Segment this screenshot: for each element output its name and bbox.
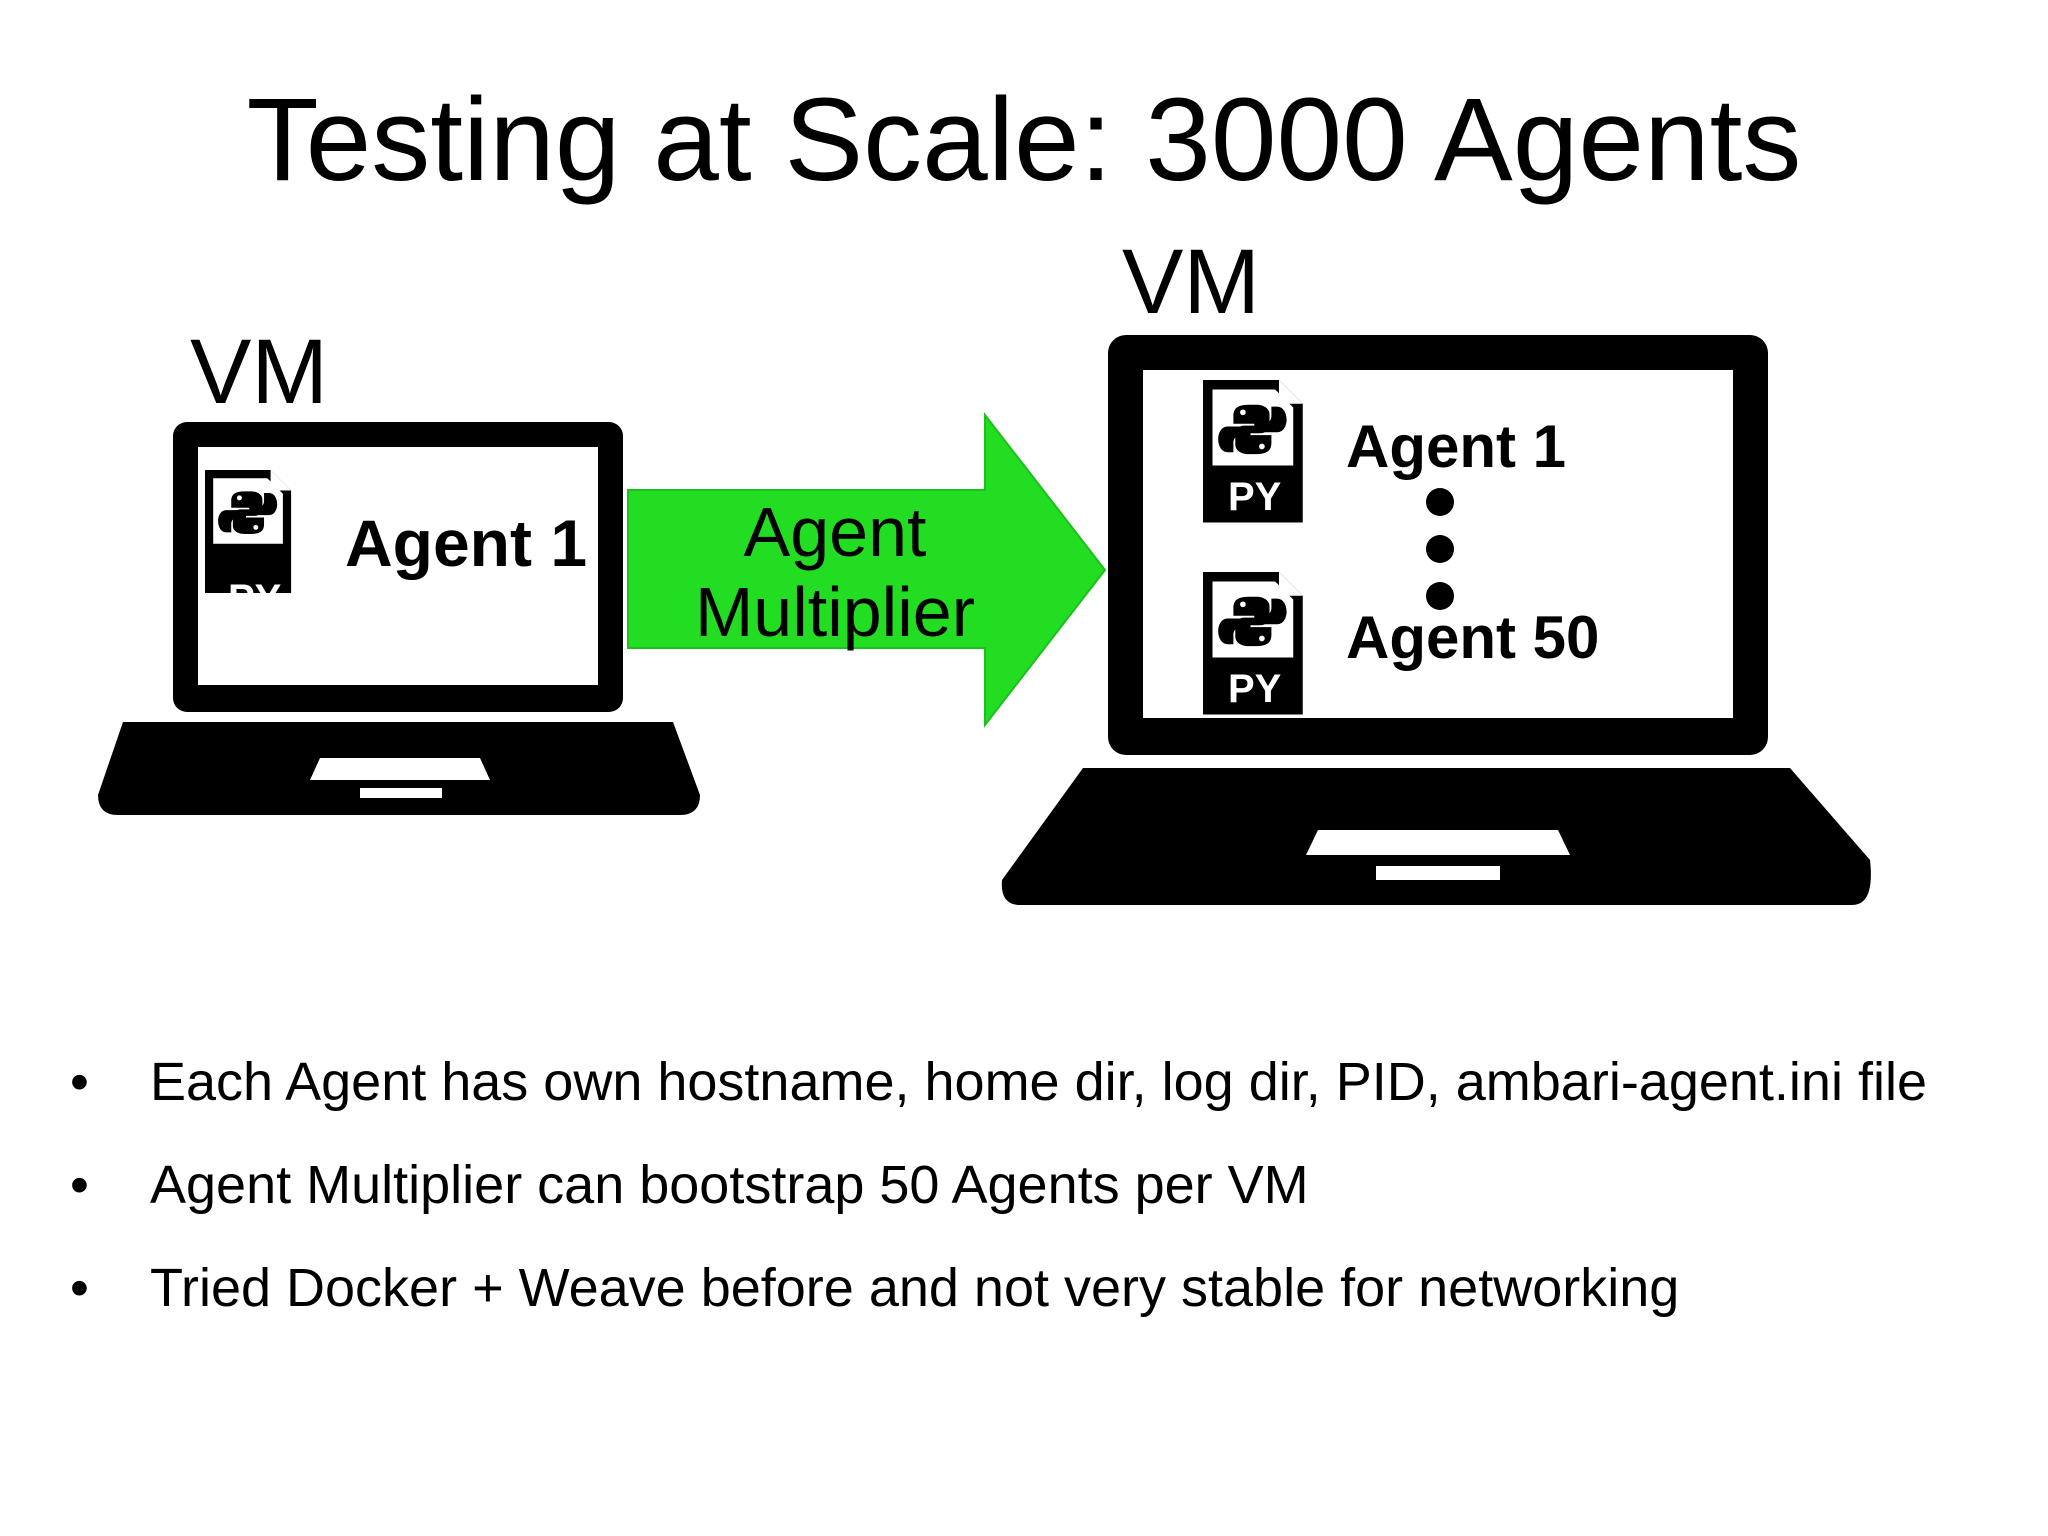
bullet-text: Tried Docker + Weave before and not very… <box>150 1258 1680 1318</box>
arrow-label-line2: Multiplier <box>694 573 976 651</box>
left-py-badge: PY <box>228 577 282 621</box>
slide-title: Testing at Scale: 3000 Agents <box>246 74 1802 206</box>
bullet-marker: • <box>70 1052 89 1112</box>
left-python-file-icon <box>205 470 292 593</box>
bullet-text: Each Agent has own hostname, home dir, l… <box>150 1052 1927 1112</box>
ellipsis-dots <box>1426 488 1454 610</box>
bullet-marker: • <box>70 1258 89 1318</box>
bullet-list: • Each Agent has own hostname, home dir,… <box>70 1050 1927 1359</box>
right-py-badge-50: PY <box>1228 667 1282 711</box>
bullet-item: • Agent Multiplier can bootstrap 50 Agen… <box>70 1153 1927 1256</box>
arrow-right-icon <box>627 412 1107 728</box>
right-agent-last-label: Agent 50 <box>1346 604 1600 671</box>
bullet-item: • Each Agent has own hostname, home dir,… <box>70 1050 1927 1153</box>
left-laptop-icon <box>98 422 700 815</box>
arrow-label: Agent Multiplier <box>660 492 1010 652</box>
right-py-badge-1: PY <box>1228 475 1282 519</box>
right-agent-first-label: Agent 1 <box>1346 413 1567 480</box>
bullet-item: • Tried Docker + Weave before and not ve… <box>70 1256 1927 1359</box>
left-vm-label: VM <box>190 321 328 423</box>
right-vm-label: VM <box>1122 231 1260 333</box>
left-agent-label: Agent 1 <box>345 506 588 580</box>
arrow-label-line1: Agent <box>743 493 927 571</box>
bullet-text: Agent Multiplier can bootstrap 50 Agents… <box>150 1155 1309 1215</box>
bullet-marker: • <box>70 1155 89 1215</box>
